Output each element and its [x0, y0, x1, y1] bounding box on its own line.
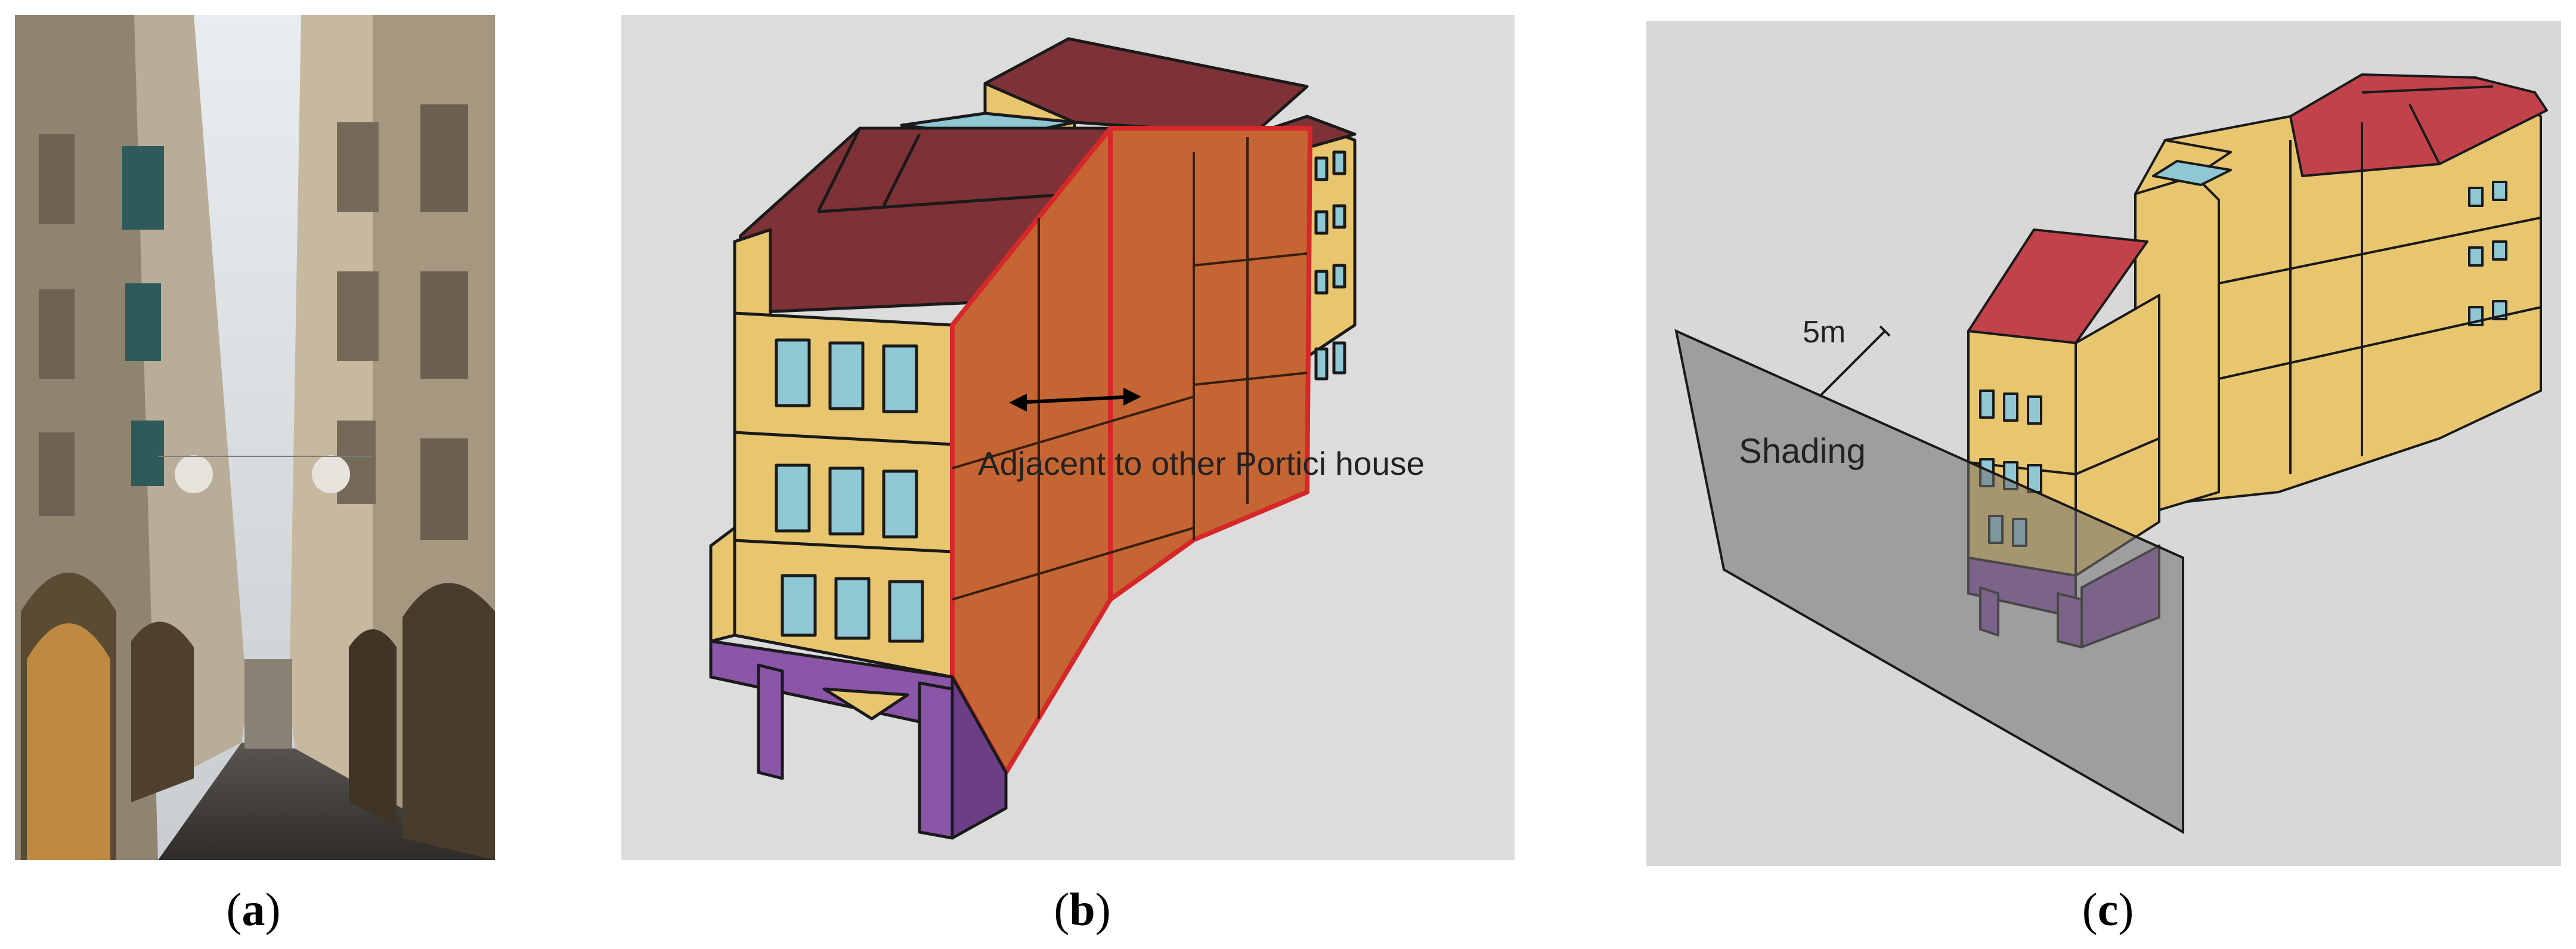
street-photo — [15, 15, 495, 860]
caption-c: (c) — [2082, 883, 2134, 935]
double-arrow-icon — [1009, 388, 1141, 412]
distance-label: 5m — [1803, 315, 1846, 350]
shading-label: Shading — [1739, 432, 1866, 471]
building-model-adjacency: Adjacent to other Portici house — [621, 15, 1515, 860]
building-model-shading: Shading 5m — [1646, 21, 2561, 866]
adjacency-annotation: Adjacent to other Portici house — [978, 445, 1425, 482]
caption-a: (a) — [226, 883, 281, 935]
shading-plane — [1674, 329, 2184, 834]
caption-b: (b) — [1054, 883, 1111, 935]
